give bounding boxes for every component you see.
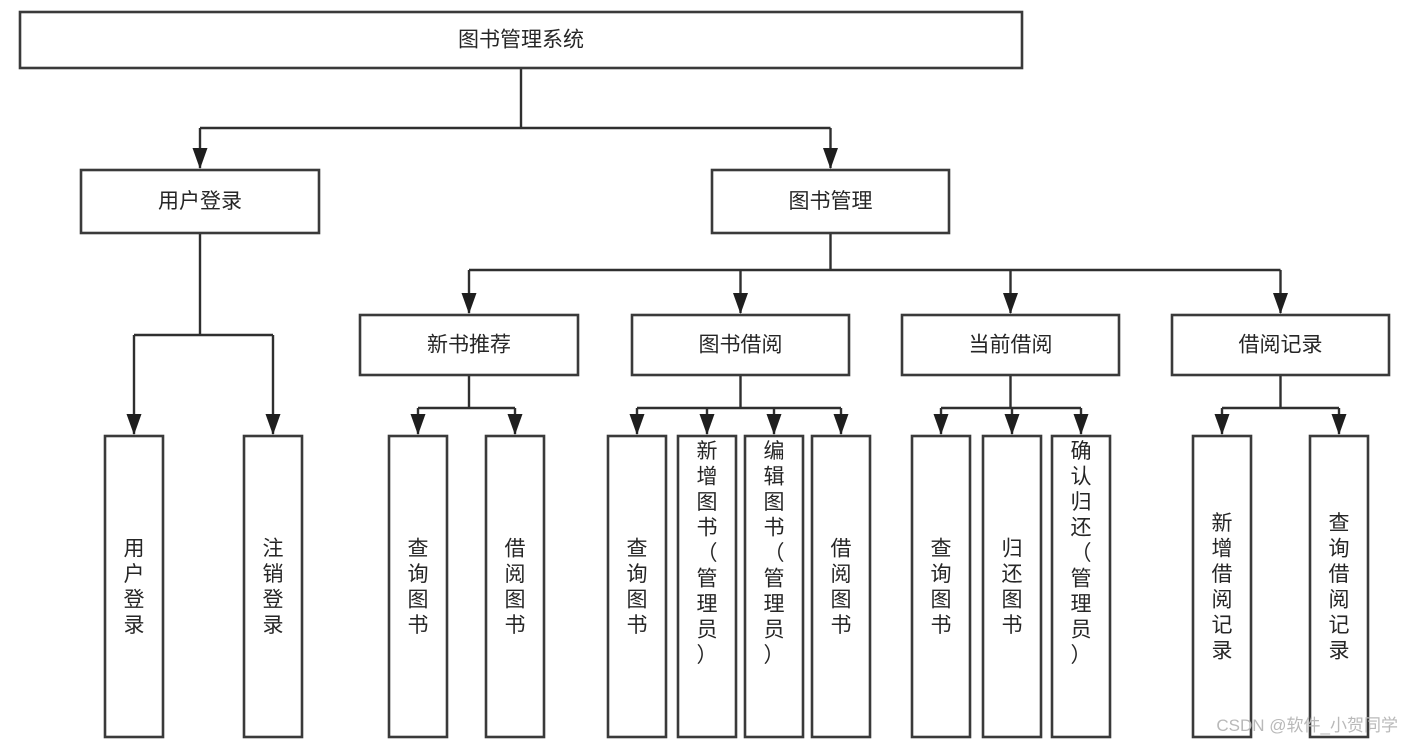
node-box[interactable]	[1050, 434, 1112, 739]
node-box[interactable]	[606, 434, 668, 739]
arrow-head-icon	[265, 414, 281, 435]
arrow-head-icon	[461, 293, 477, 314]
node-box[interactable]	[900, 313, 1121, 377]
node-label: 查询图书	[408, 537, 429, 637]
arrow-head-icon	[1003, 293, 1018, 314]
node-book-manage[interactable]: 图书管理	[710, 168, 951, 235]
node-box[interactable]	[710, 168, 951, 235]
node-box[interactable]	[910, 434, 972, 739]
node-book-borrow[interactable]: 图书借阅	[630, 313, 851, 377]
node-label: 图书管理	[789, 190, 873, 213]
arrow-head-icon	[1214, 414, 1230, 435]
csdn-watermark: CSDN @软件_小贺同学	[1216, 716, 1398, 735]
node-box[interactable]	[676, 434, 738, 739]
node-borrow-record[interactable]: 借阅记录	[1170, 313, 1391, 377]
node-box[interactable]	[358, 313, 580, 377]
node-leaf-borrow-book[interactable]: 借阅图书	[810, 434, 872, 739]
node-label: 借阅图书	[831, 537, 852, 637]
connector-group-user-login	[126, 233, 281, 435]
connector-group-book-manage	[461, 233, 1288, 314]
node-label: 借阅图书	[505, 537, 526, 637]
node-leaf-edit-book[interactable]: 编辑图书（管理员）	[743, 434, 805, 739]
arrow-head-icon	[410, 414, 426, 435]
node-box[interactable]	[242, 434, 304, 739]
node-label: 新增图书（管理员）	[697, 440, 718, 667]
node-new-book-recommend[interactable]: 新书推荐	[358, 313, 580, 377]
arrow-head-icon	[507, 414, 523, 435]
node-leaf-user-login[interactable]: 用户登录	[103, 434, 165, 739]
arrow-head-icon	[192, 148, 208, 169]
arrow-head-icon	[933, 414, 949, 435]
node-layer: 图书管理系统用户登录图书管理新书推荐图书借阅当前借阅借阅记录用户登录注销登录查询…	[18, 10, 1391, 739]
node-label: 查询图书	[931, 537, 952, 637]
node-root[interactable]: 图书管理系统	[18, 10, 1024, 70]
node-current-borrow[interactable]: 当前借阅	[900, 313, 1121, 377]
arrow-head-icon	[629, 414, 645, 435]
arrow-head-icon	[1073, 414, 1089, 435]
node-box[interactable]	[630, 313, 851, 377]
node-box[interactable]	[1191, 434, 1253, 739]
node-leaf-query-book-recommend[interactable]: 查询图书	[387, 434, 449, 739]
node-box[interactable]	[1308, 434, 1370, 739]
node-label: 新增借阅记录	[1212, 512, 1233, 663]
node-leaf-confirm-return[interactable]: 确认归还（管理员）	[1050, 434, 1112, 739]
connector-layer	[126, 68, 1347, 435]
node-box[interactable]	[1170, 313, 1391, 377]
node-box[interactable]	[103, 434, 165, 739]
node-leaf-user-logout[interactable]: 注销登录	[242, 434, 304, 739]
node-label: 查询图书	[627, 537, 648, 637]
connector-group-new-book-recommend	[410, 375, 523, 435]
node-label: 查询借阅记录	[1329, 512, 1350, 663]
node-box[interactable]	[981, 434, 1043, 739]
node-label: 归还图书	[1002, 537, 1023, 637]
node-box[interactable]	[387, 434, 449, 739]
node-label: 编辑图书（管理员）	[764, 440, 785, 667]
node-label: 图书借阅	[699, 334, 783, 357]
connector-group-root	[192, 68, 838, 169]
node-leaf-borrow-book-recommend[interactable]: 借阅图书	[484, 434, 546, 739]
connector-group-borrow-record	[1214, 375, 1347, 435]
node-label: 用户登录	[124, 537, 145, 637]
node-user-login[interactable]: 用户登录	[79, 168, 321, 235]
node-label: 新书推荐	[427, 334, 511, 357]
arrow-head-icon	[1331, 414, 1347, 435]
node-leaf-query-record[interactable]: 查询借阅记录	[1308, 434, 1370, 739]
arrow-head-icon	[823, 148, 838, 169]
node-leaf-add-record[interactable]: 新增借阅记录	[1191, 434, 1253, 739]
node-label: 当前借阅	[969, 334, 1053, 357]
node-leaf-query-book-current[interactable]: 查询图书	[910, 434, 972, 739]
node-leaf-add-book[interactable]: 新增图书（管理员）	[676, 434, 738, 739]
arrow-head-icon	[1273, 293, 1288, 314]
node-leaf-return-book[interactable]: 归还图书	[981, 434, 1043, 739]
node-box[interactable]	[810, 434, 872, 739]
node-label: 图书管理系统	[458, 29, 584, 52]
arrow-head-icon	[699, 414, 715, 435]
node-box[interactable]	[79, 168, 321, 235]
arrow-head-icon	[833, 414, 849, 435]
arrow-head-icon	[126, 414, 142, 435]
connector-group-book-borrow	[629, 375, 849, 435]
arrow-head-icon	[1004, 414, 1020, 435]
node-box[interactable]	[484, 434, 546, 739]
node-label: 注销登录	[263, 537, 284, 637]
node-box[interactable]	[743, 434, 805, 739]
arrow-head-icon	[733, 293, 748, 314]
node-leaf-query-book-borrow[interactable]: 查询图书	[606, 434, 668, 739]
connector-group-current-borrow	[933, 375, 1089, 435]
node-box[interactable]	[18, 10, 1024, 70]
node-label: 借阅记录	[1239, 334, 1323, 357]
arrow-head-icon	[766, 414, 782, 435]
node-label: 用户登录	[158, 190, 242, 213]
node-label: 确认归还（管理员）	[1071, 440, 1092, 667]
